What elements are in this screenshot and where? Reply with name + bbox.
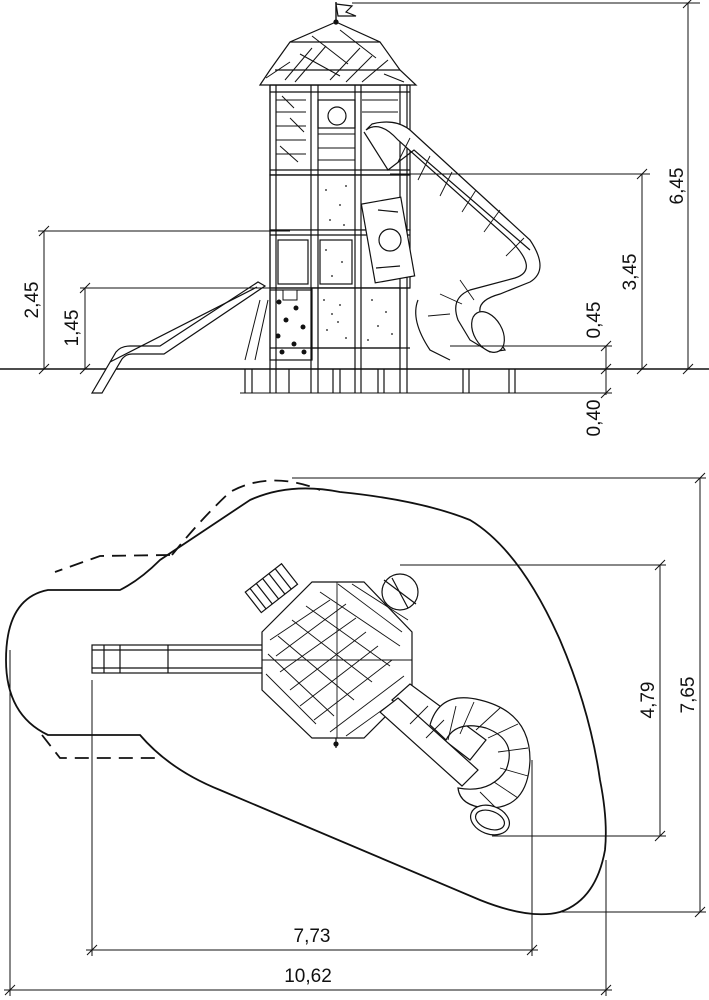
- plan-tower-roof: [244, 562, 419, 748]
- safety-zone-outline: [5, 487, 607, 916]
- plan-dimension-lines: [4, 472, 706, 996]
- elevation-dimension-lines: [38, 0, 700, 399]
- high-platform-height-label: 2,45: [22, 282, 43, 319]
- slide-top-height-label: 3,45: [620, 254, 641, 291]
- foundation-depth-label: 0,40: [584, 400, 605, 437]
- slide-exit-height-label: 0,45: [584, 302, 605, 339]
- safety-length-label: 10,62: [284, 966, 332, 987]
- roof: [258, 2, 418, 86]
- total-height-label: 6,45: [667, 168, 688, 205]
- equipment-length-label: 7,73: [294, 926, 331, 947]
- equipment-depth-label: 4,79: [638, 682, 659, 719]
- tube-slide: [363, 121, 541, 361]
- elevation-view: 6,45 3,45 2,45 1,45 0,45 0,40: [0, 0, 709, 436]
- safety-depth-label: 7,65: [678, 677, 699, 714]
- plan-view: 4,79 7,65 7,73 10,62: [4, 472, 706, 996]
- climbing-wall: [244, 289, 313, 361]
- plan-straight-slide: [91, 644, 265, 674]
- alternate-safety-zone-dashed: [41, 479, 321, 759]
- straight-slide: [90, 281, 267, 394]
- tower-frame: [269, 84, 416, 369]
- low-platform-height-label: 1,45: [62, 310, 83, 347]
- foundation-posts: [244, 369, 516, 393]
- plan-tube-slide: [379, 683, 531, 836]
